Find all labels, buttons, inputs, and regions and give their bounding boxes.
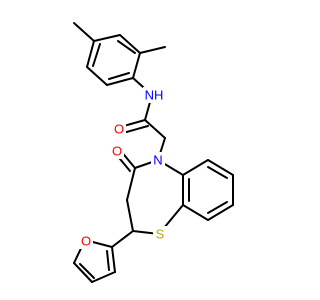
bond	[132, 52, 141, 79]
molecule-structure-diagram: NH O N O S O	[73, 22, 234, 283]
molecule-canvas: NH O N O S O	[73, 22, 234, 283]
bond	[207, 204, 234, 221]
bond	[79, 263, 95, 279]
bond	[207, 201, 228, 214]
bond	[106, 77, 134, 86]
amide-oxygen-atom: O	[112, 121, 126, 137]
bond	[182, 159, 209, 176]
amide-oxygen-label: O	[114, 122, 124, 137]
bond	[86, 66, 108, 86]
bond	[119, 34, 141, 54]
amide-nh-atom: NH	[143, 87, 165, 103]
bond	[91, 271, 116, 283]
bond	[108, 72, 130, 80]
bond	[126, 167, 136, 201]
bond	[92, 43, 101, 67]
bond	[207, 166, 228, 179]
bond	[86, 40, 95, 68]
amide-nh-label: NH	[145, 88, 164, 103]
bond	[122, 125, 149, 134]
ring-sulfur-label: S	[156, 227, 165, 242]
bond	[73, 22, 95, 42]
bond	[139, 46, 166, 54]
lactam-oxygen-atom: O	[110, 143, 124, 159]
ring-sulfur-atom: S	[153, 226, 167, 242]
bond	[117, 40, 136, 54]
ring-nitrogen-label: N	[153, 153, 162, 168]
furan-oxygen-atom: O	[79, 233, 93, 249]
bond	[106, 250, 110, 271]
bond	[93, 34, 121, 42]
bond	[207, 159, 234, 176]
furan-oxygen-label: O	[81, 234, 91, 249]
bond	[144, 119, 166, 139]
bond	[182, 204, 209, 221]
ring-nitrogen-atom: N	[151, 152, 165, 168]
bond	[111, 230, 134, 248]
bond	[126, 199, 134, 232]
bond	[73, 262, 93, 283]
atom-label-layer: NH O N O S O	[79, 87, 167, 249]
bond	[111, 246, 116, 273]
lactam-oxygen-label: O	[112, 144, 122, 159]
